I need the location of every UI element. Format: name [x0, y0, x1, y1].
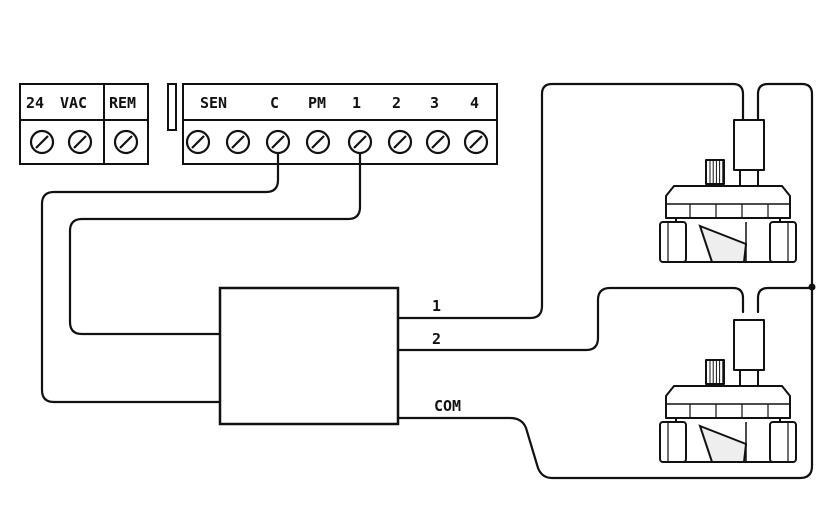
wire-label-2: 2 [432, 330, 441, 348]
screw-terminal-icon [185, 129, 211, 155]
label-rem: REM [109, 94, 136, 112]
power-terminal-block [19, 83, 149, 165]
solenoid-valve-1 [659, 119, 797, 263]
label-c: C [270, 94, 279, 112]
label-3: 3 [430, 94, 439, 112]
screw-terminal-icon [387, 129, 413, 155]
inlet-fitting [659, 421, 687, 463]
screw-terminal-icon [425, 129, 451, 155]
label-sen: SEN [200, 94, 227, 112]
wire-label-com: COM [434, 397, 461, 415]
outlet-fitting [769, 421, 797, 463]
wire-output-2 [396, 286, 745, 352]
bleed-screw [705, 359, 725, 385]
solenoid-coil [733, 319, 765, 371]
decoder-box [218, 286, 400, 426]
label-pm: PM [308, 94, 326, 112]
label-vac: VAC [60, 94, 87, 112]
wire-output-com [396, 284, 814, 480]
screw-terminal-icon [305, 129, 331, 155]
screw-terminal-icon [347, 129, 373, 155]
screw-terminal-icon [29, 129, 55, 155]
valve-bonnet [665, 385, 791, 419]
label-4: 4 [470, 94, 479, 112]
bleed-screw [705, 159, 725, 185]
inlet-fitting [659, 221, 687, 263]
wire-label-1: 1 [432, 297, 441, 315]
screw-terminal-icon [265, 129, 291, 155]
label-2: 2 [392, 94, 401, 112]
screw-terminals [29, 129, 489, 155]
label-24: 24 [26, 94, 44, 112]
valve-bonnet [665, 185, 791, 219]
solenoid-valve-2 [659, 319, 797, 463]
label-1: 1 [352, 94, 361, 112]
power-block-frame [19, 83, 149, 165]
outlet-fitting [769, 221, 797, 263]
zone-terminal-block [182, 83, 498, 165]
block-separator-tab [167, 83, 177, 131]
solenoid-coil [733, 119, 765, 171]
zone-block-frame [182, 83, 498, 165]
screw-terminal-icon [463, 129, 489, 155]
wire-zone1-to-decoder [68, 152, 362, 336]
wire-valve2-common [756, 286, 814, 314]
wire-common-to-decoder [40, 152, 280, 404]
screw-terminal-icon [67, 129, 93, 155]
common-junction-dot [808, 283, 816, 291]
wire-output-1 [396, 82, 745, 320]
screw-terminal-icon [113, 129, 139, 155]
screw-terminal-icon [225, 129, 251, 155]
wire-valve1-common [756, 82, 814, 288]
